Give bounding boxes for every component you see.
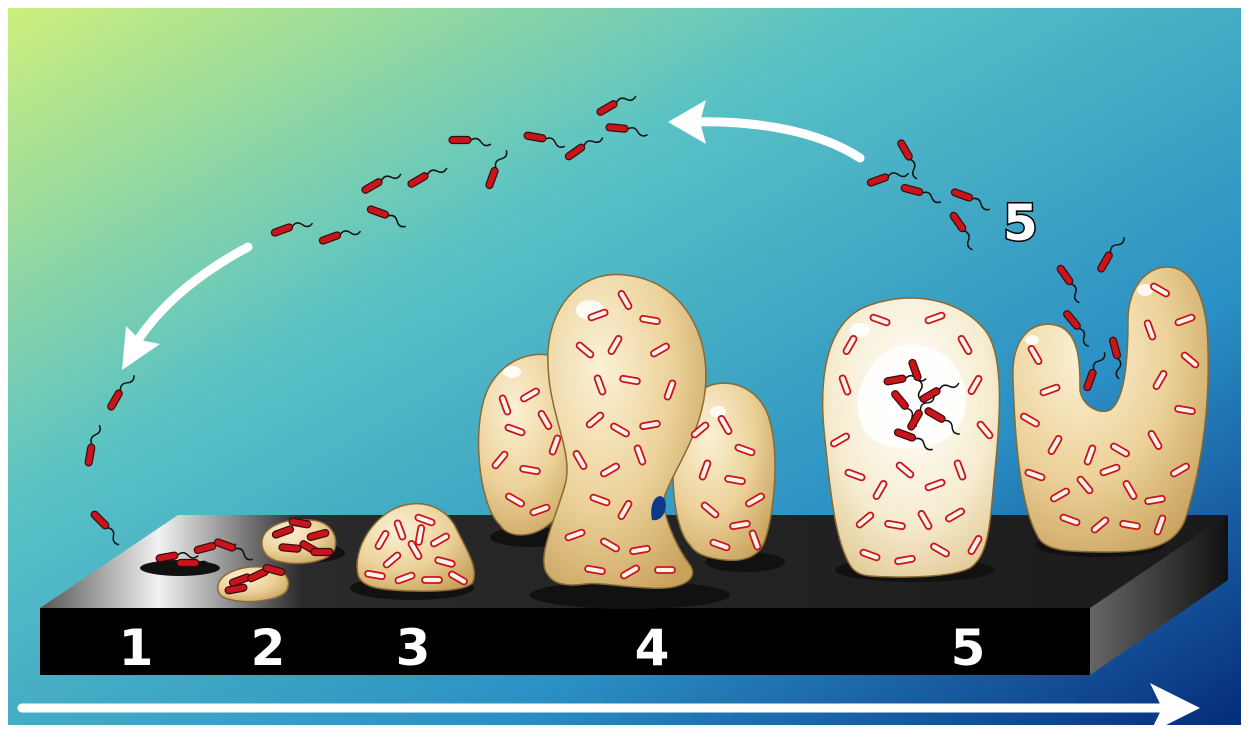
- stage-label-1: 1: [119, 619, 154, 677]
- dispersal-label: 5: [1003, 194, 1038, 252]
- rod-bacterium-icon: [279, 544, 302, 553]
- stage-label-4: 4: [635, 619, 670, 677]
- rod-bacterium-icon: [655, 567, 675, 573]
- stage-5-dispersal-colony: [823, 298, 1000, 582]
- rod-bacterium-icon: [422, 577, 442, 583]
- stage-label-2: 2: [251, 619, 286, 677]
- stage-label-3: 3: [396, 619, 431, 677]
- stage-label-5: 5: [951, 619, 986, 677]
- rod-bacterium-icon: [311, 549, 333, 556]
